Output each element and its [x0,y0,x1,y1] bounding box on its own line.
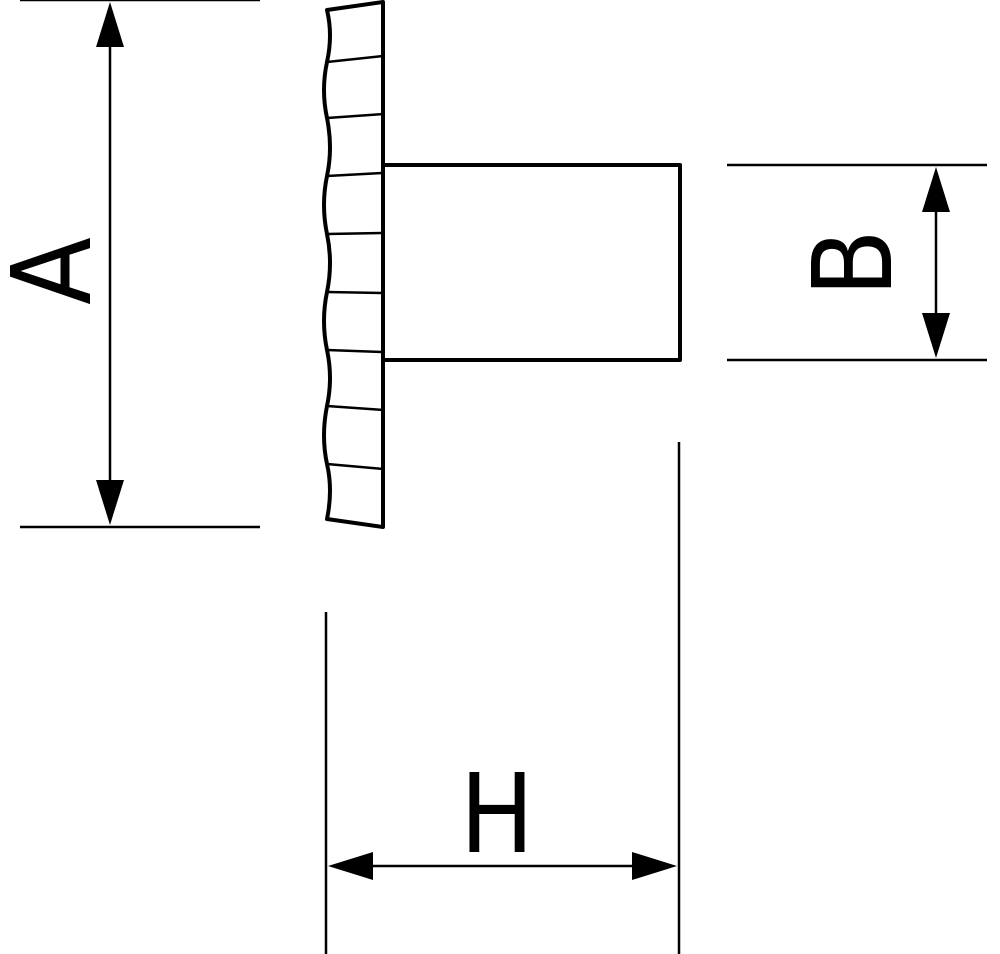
arrowhead-h-right [632,852,677,880]
dimension-h: H [324,442,681,954]
dimension-label-h: H [460,750,534,878]
dimension-b: B [727,163,987,362]
dimension-label-b: B [789,229,917,297]
rivet-shank [383,163,682,362]
arrowhead-b-bottom [922,313,950,358]
dimension-label-a: A [0,237,116,305]
rivet-head [322,0,385,529]
arrowhead-a-bottom [96,480,124,525]
dimension-a: A [0,0,260,529]
knurl-lines [326,54,384,471]
arrowhead-a-top [96,2,124,47]
arrowhead-h-left [328,852,373,880]
rivet-head-outline [322,0,385,529]
arrowhead-b-top [922,167,950,212]
